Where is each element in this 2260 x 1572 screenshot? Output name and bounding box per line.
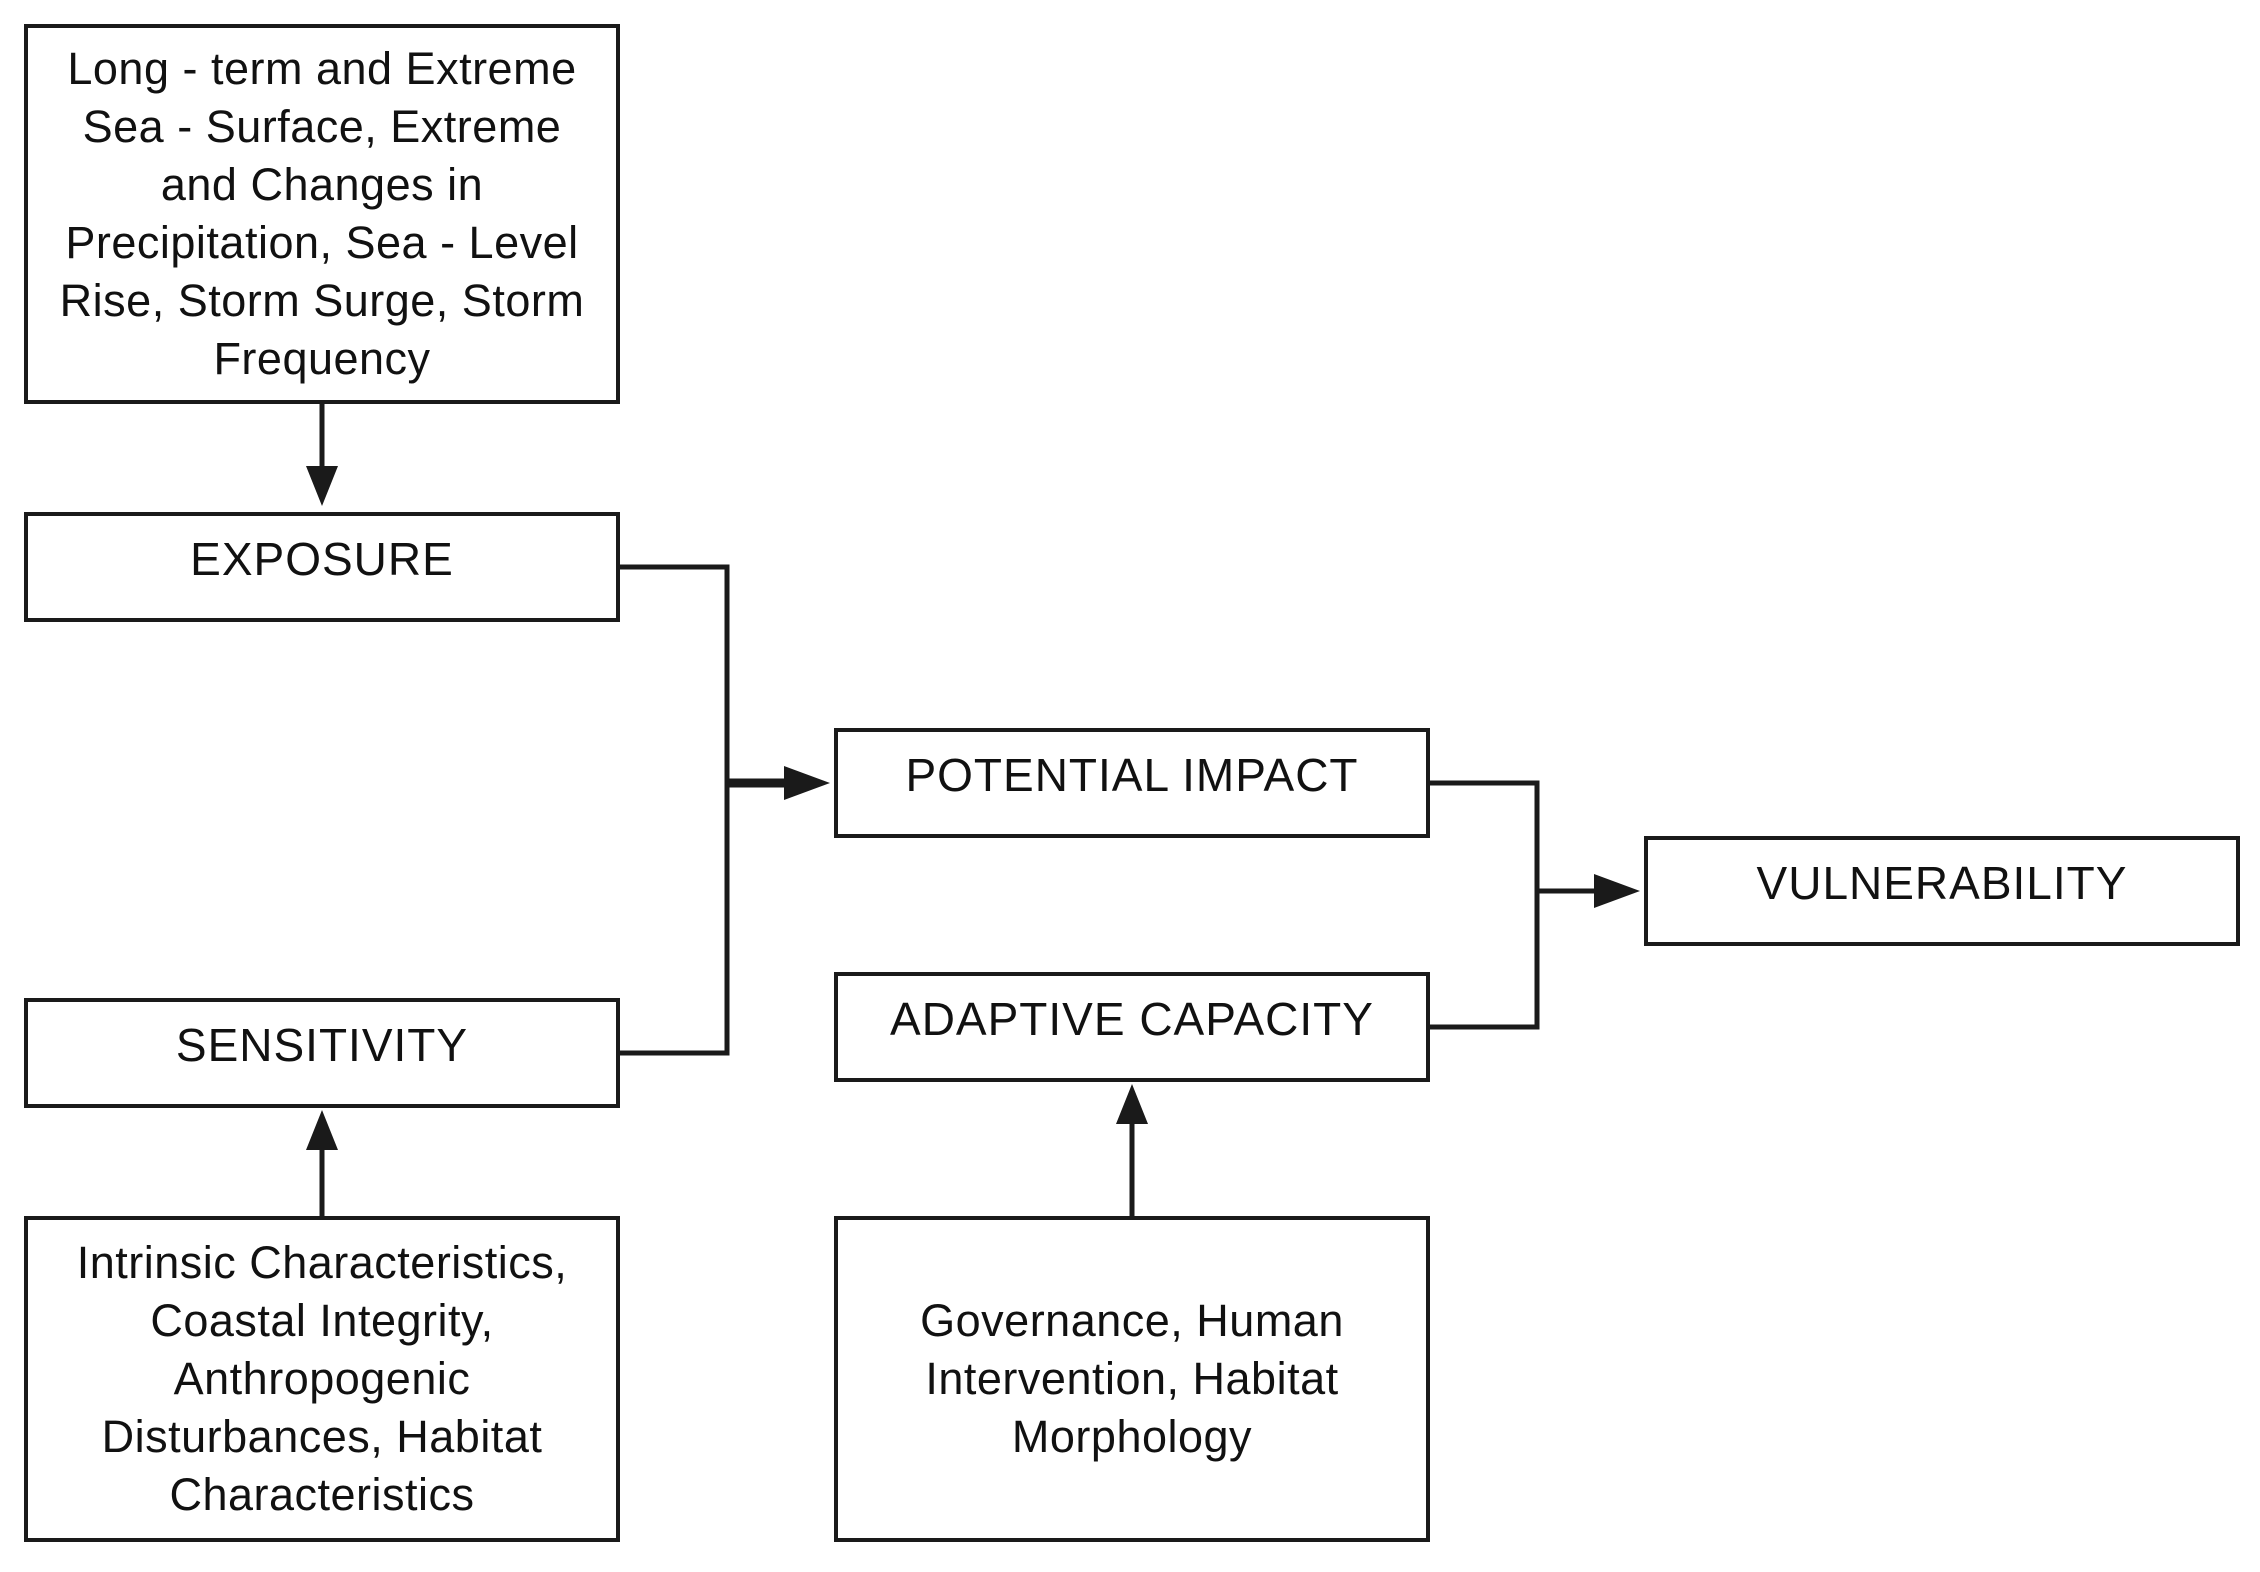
node-potential-impact: POTENTIAL IMPACT: [834, 728, 1430, 838]
node-adaptive-capacity-label: ADAPTIVE CAPACITY: [890, 993, 1374, 1045]
arrowhead-up-icon: [306, 1110, 338, 1150]
node-governance-label: Governance, Human Intervention, Habitat …: [920, 1295, 1344, 1462]
edge-governance-to-adaptive: [1116, 1084, 1148, 1216]
edge-impact-adaptive-to-vulnerability: [1430, 780, 1640, 1030]
node-vulnerability: VULNERABILITY: [1644, 836, 2240, 946]
node-climate-drivers-label: Long - term and Extreme Sea - Surface, E…: [59, 43, 585, 384]
arrowhead-down-icon: [306, 466, 338, 506]
node-governance: Governance, Human Intervention, Habitat …: [834, 1216, 1430, 1542]
edge-intrinsic-to-sensitivity: [306, 1110, 338, 1216]
edge-drivers-to-exposure: [306, 404, 338, 506]
node-intrinsic-characteristics: Intrinsic Characteristics, Coastal Integ…: [24, 1216, 620, 1542]
node-sensitivity-label: SENSITIVITY: [175, 1019, 469, 1071]
arrowhead-right-icon: [1594, 874, 1640, 908]
node-climate-drivers: Long - term and Extreme Sea - Surface, E…: [24, 24, 620, 404]
node-sensitivity: SENSITIVITY: [24, 998, 620, 1108]
arrowhead-right-icon: [784, 766, 830, 800]
node-exposure-label: EXPOSURE: [190, 533, 454, 585]
arrowhead-up-icon: [1116, 1084, 1148, 1124]
node-intrinsic-characteristics-label: Intrinsic Characteristics, Coastal Integ…: [76, 1237, 568, 1520]
node-adaptive-capacity: ADAPTIVE CAPACITY: [834, 972, 1430, 1082]
node-potential-impact-label: POTENTIAL IMPACT: [905, 749, 1359, 801]
node-vulnerability-label: VULNERABILITY: [1756, 857, 2128, 909]
edge-exposure-sensitivity-to-impact: [620, 564, 830, 1056]
node-exposure: EXPOSURE: [24, 512, 620, 622]
